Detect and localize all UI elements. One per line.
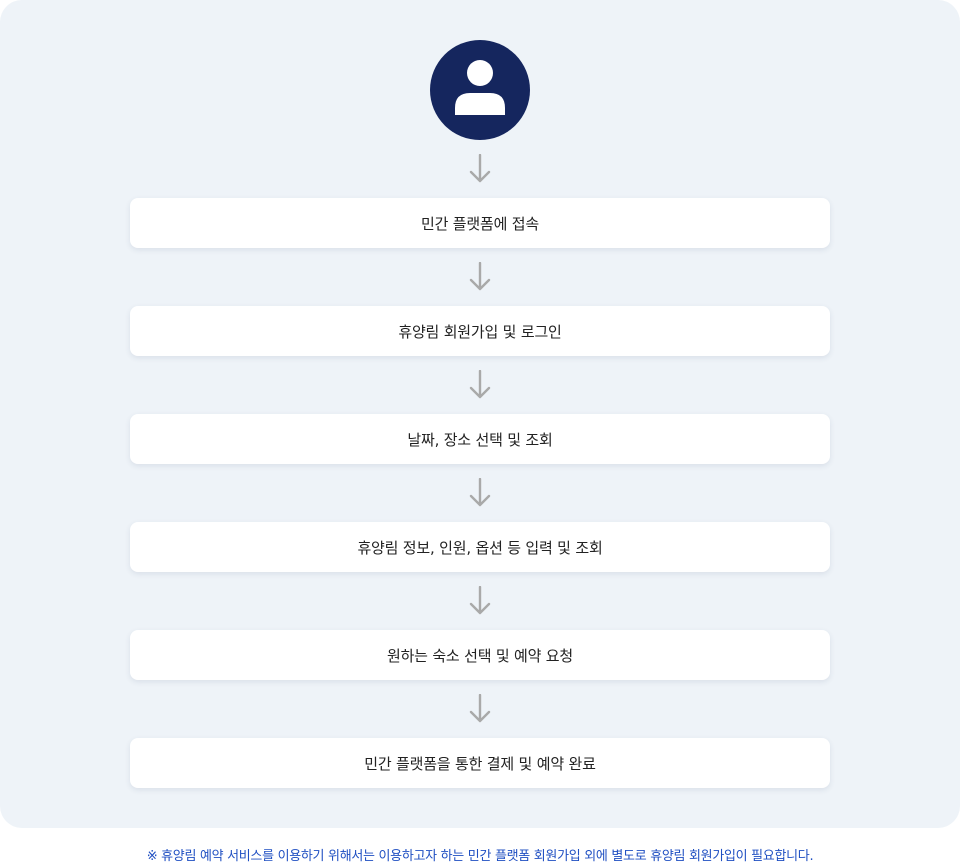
signup-notice: ※ 휴양림 예약 서비스를 이용하기 위해서는 이용하고자 하는 민간 플랫폼 … — [146, 849, 814, 864]
step-label: 민간 플랫폼에 접속 — [421, 214, 539, 233]
step-label: 휴양림 정보, 인원, 옵션 등 입력 및 조회 — [357, 538, 603, 557]
step-label: 원하는 숙소 선택 및 예약 요청 — [386, 646, 574, 665]
step-label: 민간 플랫폼을 통한 결제 및 예약 완료 — [364, 754, 596, 773]
arrow-down-icon — [469, 370, 491, 399]
arrow-down-icon — [469, 586, 491, 615]
step-signup-login: 휴양림 회원가입 및 로그인 — [130, 306, 830, 356]
arrow-down-icon — [469, 154, 491, 183]
user-icon — [455, 60, 505, 115]
arrow-down-icon — [469, 262, 491, 291]
arrow-down-icon — [469, 478, 491, 507]
arrow-down-icon — [469, 694, 491, 723]
step-select-date-place: 날짜, 장소 선택 및 조회 — [130, 414, 830, 464]
step-payment-complete: 민간 플랫폼을 통한 결제 및 예약 완료 — [130, 738, 830, 788]
step-access-platform: 민간 플랫폼에 접속 — [130, 198, 830, 248]
step-label: 휴양림 회원가입 및 로그인 — [398, 322, 562, 341]
step-label: 날짜, 장소 선택 및 조회 — [407, 430, 553, 449]
step-enter-details: 휴양림 정보, 인원, 옵션 등 입력 및 조회 — [130, 522, 830, 572]
flow-panel: 민간 플랫폼에 접속 휴양림 회원가입 및 로그인 날짜, 장소 선택 및 조회… — [0, 0, 960, 828]
user-avatar — [430, 40, 530, 140]
step-select-lodging: 원하는 숙소 선택 및 예약 요청 — [130, 630, 830, 680]
